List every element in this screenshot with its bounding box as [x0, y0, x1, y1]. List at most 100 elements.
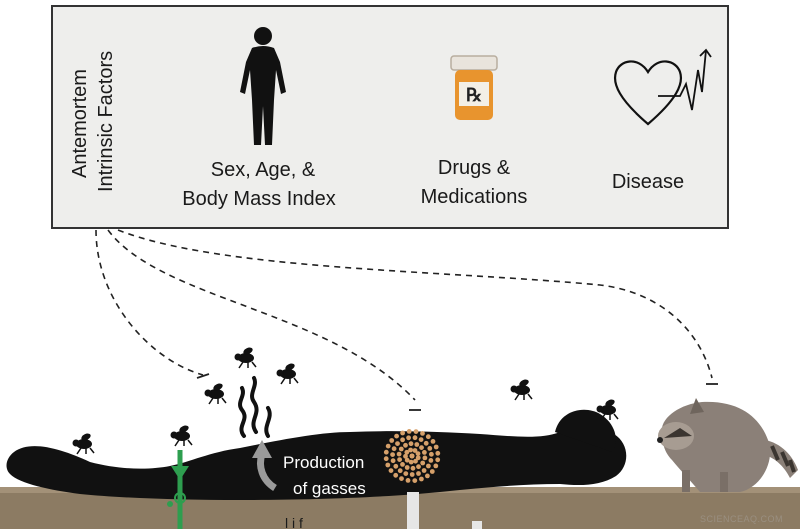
gas-bubble [403, 471, 409, 476]
flies-group [72, 347, 619, 455]
raccoon-icon [657, 398, 798, 492]
gas-bubble [433, 463, 439, 469]
marker-post [407, 492, 419, 529]
gas-bubble [427, 446, 433, 451]
gas-bubble [393, 472, 399, 478]
factors-panel [51, 5, 729, 229]
human-body-icon [240, 27, 286, 145]
gas-bubble [435, 450, 441, 456]
fly-icon [596, 399, 619, 421]
gas-bubble [390, 452, 395, 457]
gas-bubble [415, 455, 421, 461]
gas-bubble [418, 437, 424, 442]
gas-bubble [425, 473, 430, 479]
gas-bubble [396, 451, 402, 457]
gas-bubble [429, 451, 434, 457]
gas-label-line1: Production [283, 453, 364, 472]
gas-bubble [409, 453, 415, 459]
side-label-line1: Antemortem [69, 69, 91, 178]
gas-bubble [419, 445, 424, 450]
gas-bubble [389, 438, 395, 443]
gas-bubble [419, 476, 424, 482]
gas-bubble [435, 457, 441, 463]
gas-bubble [403, 442, 408, 448]
green-arrow-icon [167, 450, 189, 529]
gas-bubble [383, 456, 389, 462]
gas-bubble [405, 478, 411, 483]
gas-bubble [413, 429, 419, 434]
gas-bubble [408, 441, 414, 447]
gas-bubble [409, 472, 415, 477]
fly-icon [204, 383, 227, 405]
head-silhouette [555, 409, 616, 452]
gas-bubble [385, 443, 391, 449]
gas-bubble [408, 447, 413, 453]
gas-bubble [412, 448, 418, 453]
heart-pulse-icon [614, 48, 712, 126]
gas-bubble [430, 439, 436, 444]
connector-to-insects [95, 229, 204, 376]
connector-end-bars [196, 373, 718, 411]
gas-bubble [400, 430, 405, 436]
gas-label-line2: of gasses [293, 479, 366, 498]
body-silhouette [6, 426, 627, 500]
fly-icon [234, 347, 257, 369]
gas-bubble [412, 478, 418, 483]
gas-bubble [410, 465, 416, 471]
gas-bubble [403, 453, 408, 459]
gas-bubble [420, 431, 425, 436]
gas-bubble [416, 471, 421, 476]
gas-bubble [399, 476, 404, 481]
gas-bubble [420, 460, 426, 466]
odor-wisps-icon [238, 376, 272, 438]
side-label-line2: Intrinsic Factors [95, 51, 117, 192]
gas-bubble [397, 468, 403, 474]
factor-2-line1: Drugs & [438, 157, 511, 179]
connector-lines [95, 229, 713, 401]
gas-bubble [414, 442, 420, 447]
gas-bubble [423, 440, 429, 446]
gas-up-arrow-icon [252, 440, 278, 491]
gas-bubble [406, 435, 411, 441]
gas-bubble [404, 465, 410, 470]
gas-bubble [428, 458, 434, 463]
gas-bubble [404, 449, 410, 455]
gas-bubble [390, 458, 396, 464]
gas-bubble [391, 446, 397, 452]
factor-1-line2: Body Mass Index [182, 188, 335, 210]
fly-icon [72, 433, 95, 455]
gas-bubble [385, 462, 391, 468]
watermark: SCIENCEAQ.COM [700, 514, 783, 524]
gas-bubble [412, 435, 418, 441]
gas-bubble [393, 463, 399, 469]
gas-bubble [422, 450, 427, 455]
gas-bubble [416, 464, 421, 470]
gas-bubble [400, 462, 405, 467]
gas-bubble [422, 455, 428, 461]
connector-to-scavenger [117, 229, 713, 379]
gas-bubble [400, 437, 405, 443]
gas-bubble [429, 469, 435, 474]
gas-bubble [413, 458, 418, 464]
gas-bubble [383, 449, 389, 455]
fly-icon [276, 363, 299, 385]
gas-bubble [421, 468, 427, 473]
factor-2-line2: Medications [421, 186, 528, 208]
gas-bubble [426, 463, 431, 469]
gas-bubble [433, 444, 439, 450]
gas-bubble [415, 451, 421, 456]
factor-3-line1: Disease [612, 171, 684, 193]
gas-bubble [408, 459, 414, 465]
gas-bubbles [383, 429, 441, 483]
connector-to-body [107, 229, 416, 401]
fly-icon [170, 425, 193, 447]
pill-bottle-icon: ℞ [450, 55, 498, 120]
fly-icon [510, 379, 533, 401]
gas-bubble [404, 457, 410, 463]
gas-bubble [388, 468, 394, 473]
gas-bubble [398, 446, 404, 452]
gas-bubble [406, 429, 412, 434]
gas-bubble [425, 434, 431, 440]
bottom-partial-text: l i f [285, 515, 303, 529]
